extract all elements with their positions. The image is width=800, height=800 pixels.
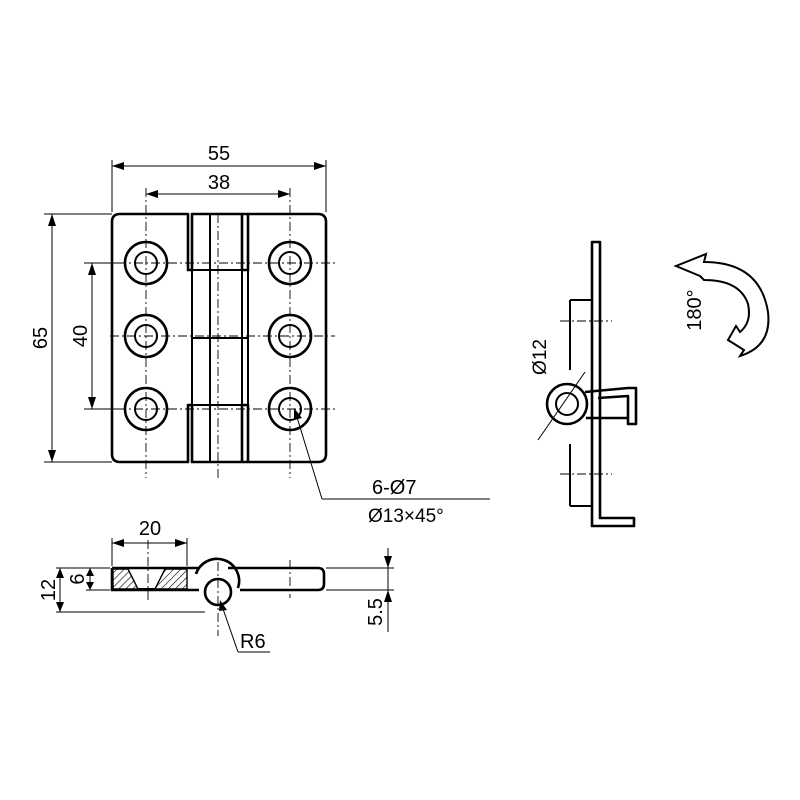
dim-hole-spacing-y-label: 40	[70, 325, 92, 347]
dim-width-label: 55	[208, 143, 230, 165]
side-view: Ø12	[530, 240, 638, 528]
dim-pin-diameter-label: Ø12	[530, 339, 551, 375]
dimension-leaf: 20	[111, 518, 188, 566]
dim-leaf-thickness-label: 6	[67, 573, 89, 584]
dim-total-thickness-label: 12	[38, 579, 60, 601]
left-leaf-section	[110, 566, 199, 592]
dimension-hole-spacing-y: 40	[70, 262, 125, 410]
hole-callout-countersink-label: Ø13×45°	[368, 506, 444, 527]
rotation-symbol: 180°	[673, 252, 770, 358]
hole-top-right	[267, 240, 313, 286]
hinge-plate-outline	[110, 212, 328, 464]
countersink-hatch-right	[153, 568, 188, 590]
front-view: 55 38 65 40	[30, 143, 490, 527]
dimension-hole-spacing-x: 38	[146, 172, 290, 198]
dim-height-label: 65	[30, 327, 52, 349]
dimension-offset: 5.5	[326, 548, 394, 632]
dimension-height: 65	[30, 213, 112, 463]
dim-offset-label: 5.5	[365, 598, 387, 626]
hole-callout: 6-Ø7 Ø13×45°	[294, 408, 490, 527]
side-knuckle	[537, 371, 589, 441]
knuckle-lines	[191, 214, 249, 462]
dimension-leaf-thickness: 6	[67, 568, 110, 591]
side-fixed-leaf	[590, 240, 636, 528]
dim-knuckle-radius-label: R6	[240, 631, 266, 653]
right-leaf-section	[228, 566, 326, 592]
hole-mid-right	[267, 313, 313, 359]
knuckle-section	[194, 557, 241, 636]
rotation-angle-label: 180°	[684, 289, 706, 330]
dimension-width: 55	[111, 143, 327, 212]
hole-bottom-right	[267, 386, 313, 432]
dimension-total-thickness: 12	[38, 567, 205, 613]
side-boss-lines	[560, 299, 612, 507]
dim-leaf-label: 20	[139, 518, 161, 540]
countersink-hatch-left	[112, 568, 140, 590]
section-view: 20 12 6 5.5	[38, 518, 394, 653]
mounting-holes	[123, 240, 313, 432]
rotation-arrow-icon	[673, 252, 770, 358]
hole-mid-left	[123, 313, 169, 359]
dim-hole-spacing-x-label: 38	[208, 172, 230, 194]
radius-callout: R6	[219, 600, 270, 653]
hole-callout-count-label: 6-Ø7	[372, 477, 416, 499]
side-moving-leaf	[584, 386, 638, 426]
